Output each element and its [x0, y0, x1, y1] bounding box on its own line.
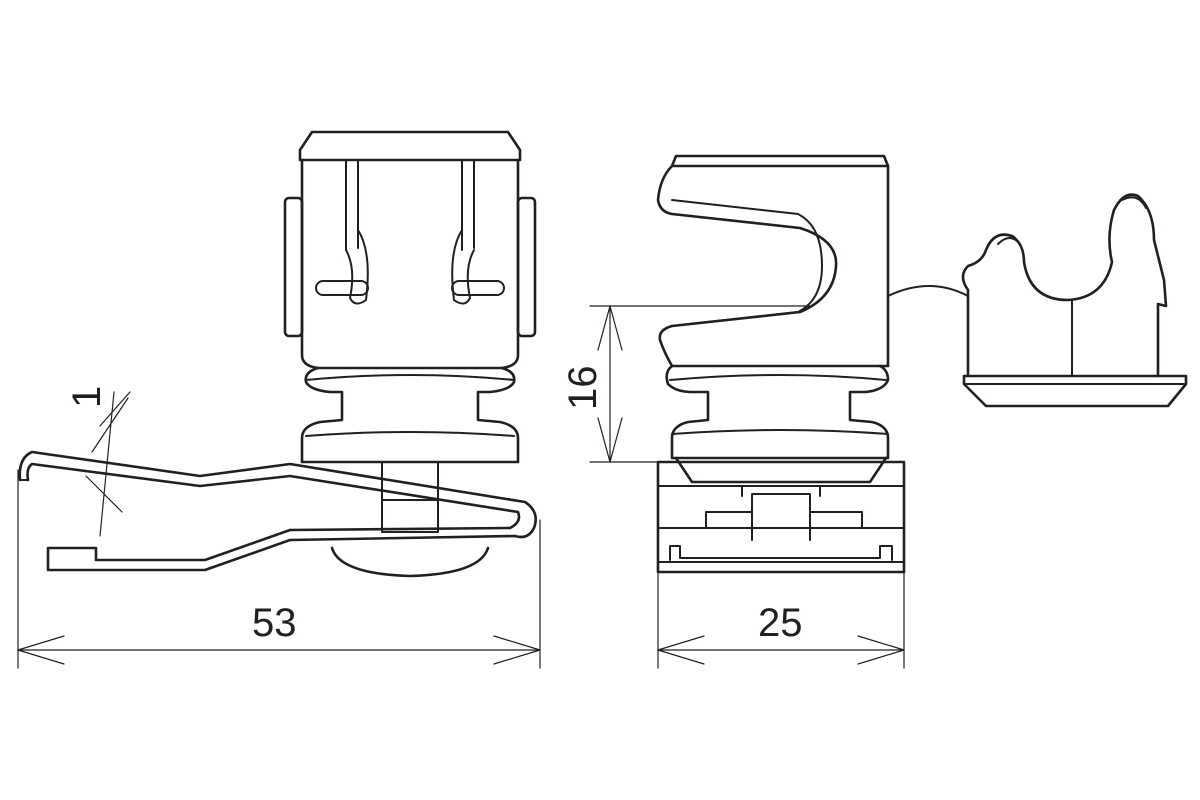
side-right-finger: [461, 159, 475, 251]
dim-width-label: 25: [758, 601, 803, 645]
dim-width-arrow-right: [857, 635, 905, 665]
side-right-tab: [516, 196, 537, 338]
dim-height-arrow-bottom: [597, 417, 623, 463]
dim-height-label: 16: [561, 366, 605, 411]
front-waist-line-1: [669, 374, 887, 381]
side-left-finger: [345, 159, 359, 251]
side-waist: [300, 366, 520, 464]
front-body: [656, 164, 890, 368]
dim-thickness-arrow-1: [85, 391, 131, 537]
connector-clip-view: [887, 193, 1188, 408]
clip-left-knob: [997, 237, 1021, 245]
side-spring-strip: [18, 450, 537, 572]
front-base: [656, 460, 906, 574]
side-view: 1 53: [17, 130, 541, 669]
front-base-step: [705, 493, 863, 529]
front-u-inner: [671, 199, 823, 327]
front-waist-line-2: [671, 429, 889, 435]
side-top-cap: [298, 130, 522, 162]
dim-width-arrow-left: [657, 635, 705, 665]
front-waist: [665, 364, 890, 460]
front-top-plate: [670, 154, 890, 168]
front-saddle: [674, 456, 888, 484]
clip-base: [962, 374, 1188, 408]
side-left-tab: [283, 196, 304, 338]
front-bolt: [741, 485, 821, 541]
side-bolt: [381, 461, 439, 533]
side-right-latch: [451, 229, 475, 305]
side-waist-line-1: [305, 374, 515, 381]
dim-thickness-label: 1: [65, 386, 109, 408]
dim-length-arrow-left: [17, 635, 65, 665]
side-left-slot: [315, 280, 369, 296]
side-clamp-body: [300, 158, 520, 370]
dim-height-arrow-top: [597, 305, 623, 351]
side-right-slot: [451, 280, 505, 296]
dim-length-label: 53: [252, 601, 297, 645]
clip-right-knob: [1121, 196, 1147, 209]
side-washer: [330, 546, 490, 578]
clip-wire: [887, 285, 969, 297]
side-waist-line-2: [305, 431, 515, 437]
clip-body: [961, 193, 1168, 378]
dim-length-arrow-right: [493, 635, 541, 665]
front-view: 16 25: [561, 154, 906, 669]
side-left-latch: [345, 229, 369, 305]
front-clip-rail: [669, 545, 893, 561]
